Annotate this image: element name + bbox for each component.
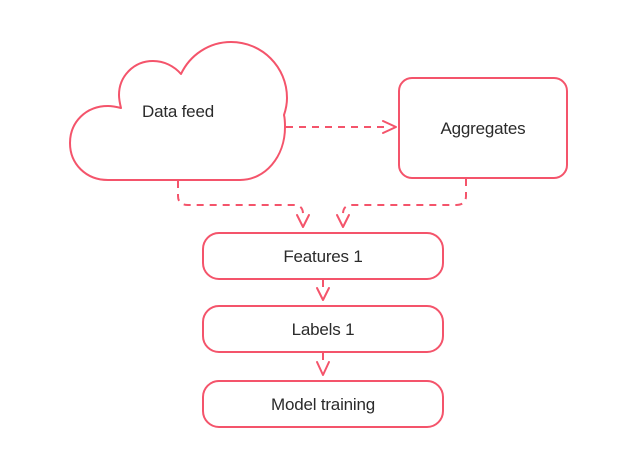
edge-data-feed-to-features <box>177 181 310 228</box>
edge-features-to-labels <box>316 280 330 301</box>
edge-data-feed-to-aggregates <box>286 120 397 134</box>
node-shape-labels-1[interactable] <box>202 305 444 353</box>
edge-aggregates-to-features <box>336 179 467 228</box>
node-shape-data-feed[interactable] <box>69 41 288 181</box>
edge-labels-to-model <box>316 353 330 376</box>
node-shape-model-training[interactable] <box>202 380 444 428</box>
node-shape-aggregates[interactable] <box>398 77 568 179</box>
node-shape-features-1[interactable] <box>202 232 444 280</box>
